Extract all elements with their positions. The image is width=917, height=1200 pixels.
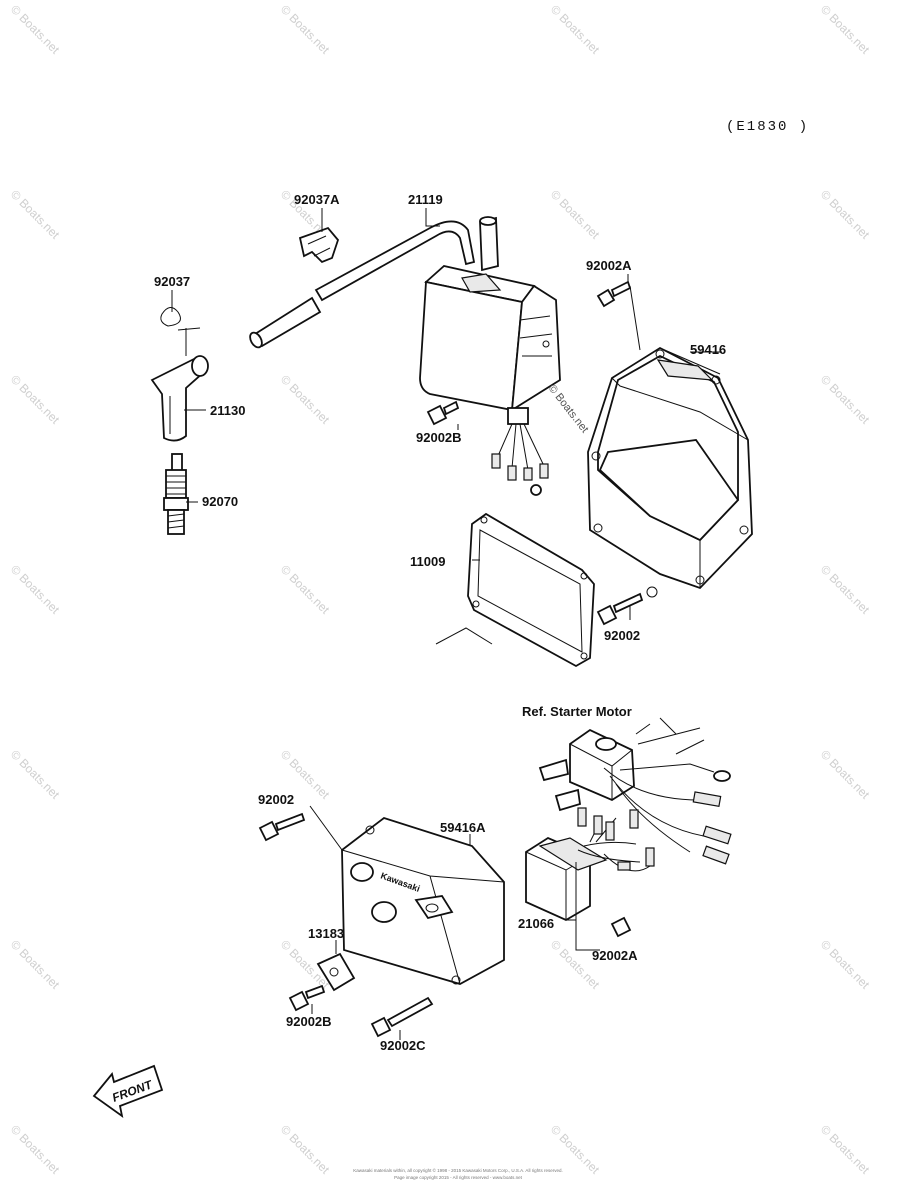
bolt-92002-top (596, 586, 658, 626)
label-21119: 21119 (408, 192, 443, 207)
boats-stamp: © Boats.net (546, 382, 591, 435)
label-59416a: 59416A (440, 820, 486, 835)
label-92037a: 92037A (294, 192, 340, 207)
bolt-92002-bot (258, 812, 306, 842)
watermark: © Boats.net (8, 2, 63, 57)
bolt-92002a-bot (610, 916, 632, 938)
diagram-code: (E1830 ) (726, 119, 809, 135)
watermark: © Boats.net (818, 562, 873, 617)
leader-lines-upper (171, 208, 722, 645)
label-13183: 13183 (308, 926, 344, 941)
label-92070: 92070 (202, 494, 238, 509)
watermark: © Boats.net (8, 937, 63, 992)
label-92002b-bot: 92002B (286, 1014, 332, 1029)
label-92002a-bot: 92002A (592, 948, 638, 963)
damper-13183 (316, 952, 356, 992)
watermark-layer: © Boats.net © Boats.net © Boats.net © Bo… (8, 2, 873, 1177)
watermark: © Boats.net (278, 562, 333, 617)
bolt-92002c (370, 996, 434, 1038)
watermark: © Boats.net (818, 747, 873, 802)
watermark: © Boats.net (548, 187, 603, 242)
watermark: © Boats.net (548, 937, 603, 992)
watermark: © Boats.net (818, 372, 873, 427)
watermark: © Boats.net (818, 2, 873, 57)
electric-case-59416 (587, 346, 753, 590)
label-59416: 59416 (690, 342, 726, 357)
ignition-coil (419, 265, 561, 496)
watermark: © Boats.net (8, 187, 63, 242)
bolt-92002a-top (596, 280, 632, 308)
label-11009: 11009 (410, 554, 445, 569)
watermark: © Boats.net (8, 1122, 63, 1177)
footer-copyright: Kawasaki materials within, all copyright… (353, 1167, 562, 1173)
watermark: © Boats.net (8, 747, 63, 802)
watermark: © Boats.net (278, 372, 333, 427)
label-92037: 92037 (154, 274, 190, 289)
cover-59416a: Kawasaki (341, 817, 505, 985)
label-92002-top: 92002 (604, 628, 640, 643)
leader-lines-lower (309, 717, 677, 1040)
clamp-92037a (298, 226, 340, 264)
label-92002c: 92002C (380, 1038, 426, 1053)
watermark: © Boats.net (8, 372, 63, 427)
label-92002b-top: 92002B (416, 430, 462, 445)
gasket-11009 (467, 512, 595, 668)
watermark: © Boats.net (8, 562, 63, 617)
front-arrow-icon: FRONT (92, 1064, 164, 1119)
label-ref-starter-motor: Ref. Starter Motor (522, 704, 632, 719)
watermark: © Boats.net (818, 187, 873, 242)
starter-relay (538, 727, 732, 865)
watermark: © Boats.net (278, 2, 333, 57)
label-21066: 21066 (518, 916, 554, 931)
footer-source: Page image copyright 2015 - All rights r… (394, 1175, 523, 1180)
watermark: © Boats.net (818, 1122, 873, 1177)
watermark: © Boats.net (278, 1122, 333, 1177)
spark-plug-92070 (163, 453, 189, 535)
label-21130: 21130 (210, 403, 245, 418)
hv-lead-21119 (249, 216, 499, 349)
watermark: © Boats.net (818, 937, 873, 992)
plug-cap-21130 (150, 307, 209, 442)
bolt-92002b-top (426, 400, 460, 426)
bolt-92002b-bot (288, 984, 326, 1012)
regulator-21066 (525, 807, 655, 922)
watermark: © Boats.net (548, 2, 603, 57)
label-92002-bot: 92002 (258, 792, 294, 807)
label-92002a-top: 92002A (586, 258, 632, 273)
